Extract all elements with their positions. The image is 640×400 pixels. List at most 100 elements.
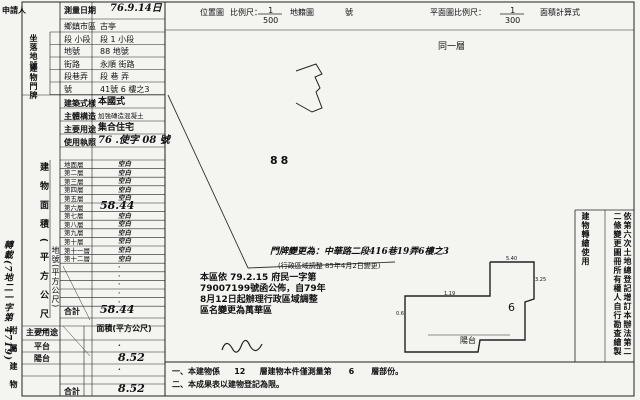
floor-name: 第八層	[64, 220, 84, 229]
floor-value: 空白	[118, 168, 131, 177]
floor-value: ·	[118, 263, 121, 272]
stamp-line: 8月12日起辦理行政區域調整	[200, 295, 318, 305]
location-scale-value: 1 500	[263, 6, 279, 25]
floor-name: 地面層	[64, 160, 84, 169]
location-row-label: 段 小段	[64, 34, 91, 44]
footer-floor: 6	[348, 367, 355, 376]
floor-name: 第三層	[64, 177, 84, 186]
survey-date-label: 測量日期	[64, 6, 96, 15]
stamp-line: 區名變更為萬華區	[200, 306, 273, 316]
dim-top: 5.40	[506, 256, 518, 262]
location-row-value: 88 地號	[100, 47, 129, 56]
location-row-label: 地號	[64, 47, 80, 56]
floor-total-label: 合計	[64, 307, 80, 316]
accessory-use: 陽台	[34, 354, 50, 363]
address-note: 門牌變更為：中華路二段416巷19弄6樓之3	[270, 247, 449, 257]
accessory-area: ·	[118, 364, 121, 374]
floor-value: ·	[118, 297, 121, 306]
accessory-col-area: 面積(平方公尺)	[96, 324, 152, 333]
right-panel-col: 建物轉繪使用	[581, 212, 590, 266]
floor-name: 第十一層	[64, 246, 90, 255]
floor-value: 空白	[118, 194, 131, 203]
land-number-label: 地籍圖	[290, 8, 314, 17]
accessory-label: 附屬建物	[9, 326, 18, 398]
floor-name: 第二層	[64, 169, 84, 178]
stamp-line: 79007199號函公佈，自79年	[200, 284, 326, 294]
floor-value: 空白	[118, 185, 131, 194]
floor-value: 空白	[118, 254, 131, 263]
footer-mid: 層建物本件僅測量第	[259, 367, 332, 376]
accessory-use: 平台	[34, 342, 50, 351]
address-sub: (行政區域調整 85年4月2日變更)	[278, 262, 381, 270]
type-value: 本國式	[98, 97, 126, 107]
location-row-label: 街路	[64, 59, 80, 69]
location-row-value: 段 1 小段	[100, 34, 135, 44]
floor-value: 空白	[118, 211, 131, 220]
no-label: 號	[345, 8, 353, 17]
floor-value: 空白	[118, 177, 131, 186]
use-label: 主要用途	[64, 125, 96, 134]
survey-date: 76.9.14日	[110, 3, 162, 14]
floor-value: 空白	[118, 160, 131, 168]
dim-left: 0.6	[396, 311, 404, 317]
type-label: 建築式樣	[64, 99, 96, 108]
floor-value: 空白	[118, 220, 131, 229]
floor-name: 第十二層	[64, 255, 90, 264]
accessory-col-use: 主要用途	[26, 328, 58, 337]
structure-value: 加強磚造混凝土	[98, 112, 144, 120]
stamp-line: 本區依 79.2.15 府民一字第	[200, 273, 317, 283]
floor-name: 第十層	[64, 237, 84, 246]
footer-floors: 12	[234, 367, 246, 376]
floor-name: 第九層	[64, 229, 84, 238]
dim-mid: 1.19	[444, 291, 456, 297]
unit-number: 6	[508, 301, 515, 314]
plan-scale-value: 1 300	[505, 6, 521, 25]
location-row-label: 號	[64, 84, 72, 94]
location-row-value: 41號 6 樓之3	[100, 84, 150, 94]
plan-label: 同一層	[438, 42, 466, 52]
area-calc-label: 面積計算式	[540, 8, 580, 17]
balcony-label: 陽台	[460, 336, 476, 345]
structure-label: 主體構造	[64, 112, 96, 121]
location-row-value: 永順 街路	[100, 59, 135, 69]
floor-value: 空白	[118, 246, 131, 254]
side-note: 轉載(7地二一字第 4719)	[2, 240, 12, 361]
accessory-area: 8.52	[118, 351, 145, 364]
right-panel-text: 依第六次土地總登記增訂本辦法第二二條變更圖冊所有權人自行勘查繪製	[613, 212, 632, 356]
floor-value: 空白	[118, 228, 131, 237]
footer-line-1: 一、本建物係 12 層建物本件僅測量第 6 層部份。	[172, 367, 403, 376]
footer-prefix: 一、本建物係	[172, 367, 220, 376]
floor-total-value: 58.44	[100, 303, 135, 316]
floor-area-label: 建物面積(平方公尺)	[38, 162, 48, 343]
use-value: 集合住宅	[98, 123, 135, 133]
accessory-area: ·	[118, 340, 121, 350]
permit-value: 76 .使字 08 號	[98, 135, 170, 146]
footer-line-2: 二、本成果表以建物登記為限。	[172, 380, 284, 389]
location-row-label: 段巷弄	[64, 72, 88, 81]
location-scale-label: 比例尺：	[230, 8, 262, 17]
location-row-value: 古亭	[100, 22, 116, 31]
permit-label: 使用執照	[64, 138, 96, 147]
land-location-label: 坐落地號	[29, 34, 38, 70]
location-row-label: 鄉鎮市區	[64, 22, 96, 31]
floor-value: ·	[118, 271, 121, 280]
footer-suffix: 層部份。	[371, 367, 404, 376]
lot-number: 88	[270, 154, 292, 167]
floor-value: ·	[118, 289, 121, 297]
floor-name: 第六層	[64, 203, 84, 212]
floor-value: ·	[118, 280, 121, 289]
floor-name: 第七層	[64, 212, 84, 221]
building-door-label: 建物門牌	[29, 64, 38, 100]
floor-name: 第四層	[64, 186, 84, 195]
accessory-total-label: 合計	[64, 387, 80, 396]
floor-value: 58.44	[100, 199, 135, 212]
side-area-label: 地號(平方公尺)	[51, 246, 60, 309]
floor-name: 第五層	[64, 194, 84, 203]
floor-value: 空白	[118, 237, 131, 246]
location-map-label: 位置圖	[200, 8, 224, 17]
plan-scale-label: 平面圖比例尺：	[430, 8, 486, 17]
applicant-label: 申請人	[2, 6, 26, 15]
dim-right: 3.25	[535, 277, 547, 283]
location-row-value: 段 巷 弄	[100, 72, 130, 81]
